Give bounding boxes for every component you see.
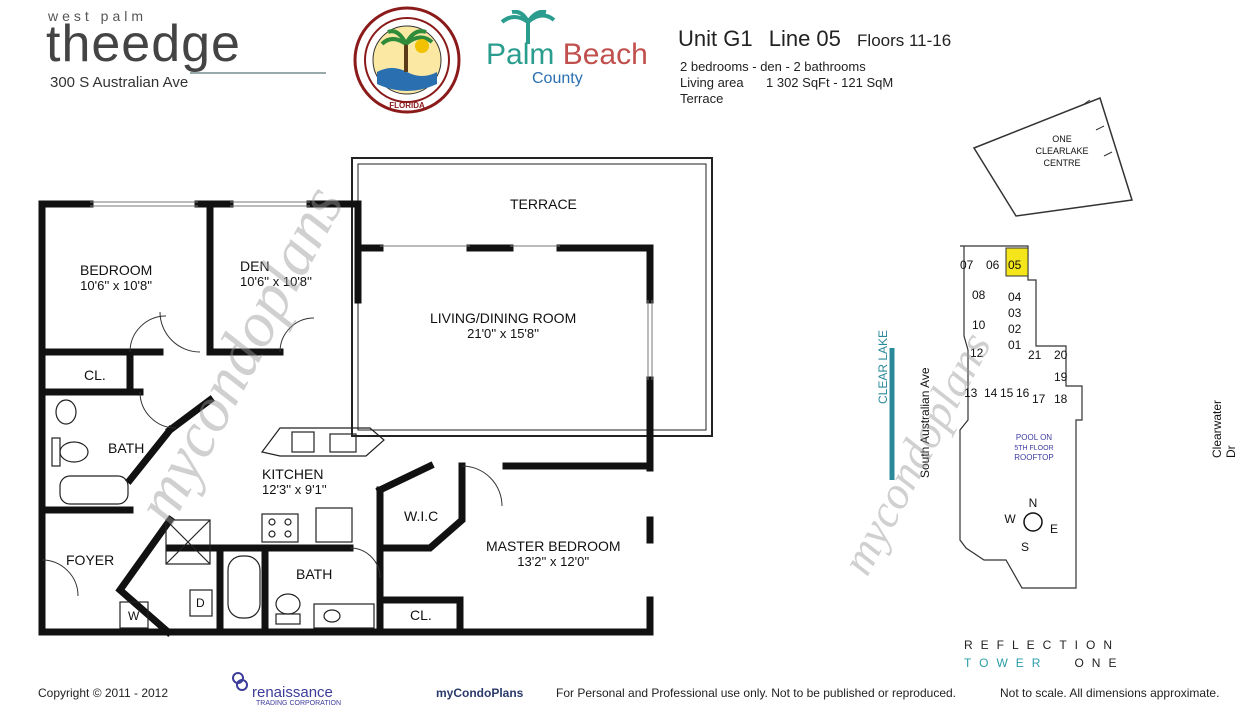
site-unit-13: 13 — [964, 386, 978, 400]
site-plan: ONE CLEARLAKE CENTRE POOL ON 5TH FLOOR R… — [889, 97, 1133, 589]
room-master-name: MASTER BEDROOM — [486, 538, 621, 554]
room-bath-2: BATH — [296, 566, 333, 582]
scale-notice: Not to scale. All dimensions approximate… — [1000, 686, 1220, 700]
room-master: MASTER BEDROOM 13'2'' x 12'0'' — [486, 538, 621, 569]
room-wic: W.I.C — [404, 508, 439, 524]
address: 300 S Australian Ave — [50, 74, 189, 91]
site-unit-21: 21 — [1028, 348, 1042, 362]
site-unit-17: 17 — [1032, 392, 1046, 406]
room-closet-2: CL. — [410, 607, 432, 623]
floors-label: Floors 11-16 — [857, 31, 952, 50]
site-unit-20: 20 — [1054, 348, 1068, 362]
site-unit-08: 08 — [972, 288, 986, 302]
tower-brand-tower: TOWER — [964, 656, 1049, 670]
site-street-2: Clearwater Dr — [1210, 399, 1238, 458]
renaissance-logo-icon — [232, 672, 248, 691]
copyright: Copyright © 2011 - 2012 — [38, 686, 169, 700]
room-living-name: LIVING/DINING ROOM — [430, 310, 577, 326]
room-kitchen-dim: 12'3'' x 9'1'' — [262, 482, 327, 497]
palm-tree-icon — [500, 10, 556, 44]
site-unit-04: 04 — [1008, 290, 1022, 304]
county-logo: Palm Beach — [486, 40, 648, 70]
brand-name-edge: edge — [121, 15, 241, 73]
floor-plan — [38, 157, 713, 637]
site-unit-07: 07 — [960, 258, 974, 272]
seal-florida-text: FLORIDA — [389, 101, 425, 110]
room-living: LIVING/DINING ROOM 21'0'' x 15'8'' — [430, 310, 576, 341]
terrace-label: Terrace — [680, 91, 724, 106]
living-area-value: 1 302 SqFt - 121 SqM — [766, 75, 894, 90]
room-den: DEN 10'6'' x 10'8'' — [240, 258, 312, 289]
room-bedroom-dim: 10'6'' x 10'8'' — [80, 278, 153, 293]
living-area-label: Living area — [680, 75, 744, 90]
room-den-name: DEN — [240, 258, 270, 274]
site-unit-02: 02 — [1008, 322, 1022, 336]
tower-brand-line1: REFLECTION — [964, 638, 1121, 652]
site-building-3: CENTRE — [1043, 158, 1080, 168]
brand-tagline: west palm — [48, 8, 148, 24]
brand-name-the: the — [46, 15, 122, 73]
room-bath-1: BATH — [108, 440, 145, 456]
site-pool-1: POOL ON — [1016, 433, 1052, 442]
site-unit-10: 10 — [972, 318, 986, 332]
city-seal-logo: FLORIDA — [353, 6, 461, 114]
site-unit-12: 12 — [970, 346, 984, 360]
county-palm: Palm — [486, 38, 555, 71]
site-building-1: ONE — [1052, 134, 1072, 144]
room-bedroom-name: BEDROOM — [80, 262, 153, 278]
compass-w: W — [1004, 512, 1016, 526]
usage-notice: For Personal and Professional use only. … — [556, 686, 957, 700]
site-pool-2: 5TH FLOOR — [1014, 445, 1053, 452]
room-kitchen-name: KITCHEN — [262, 466, 324, 482]
dryer-label: D — [196, 596, 205, 610]
site-unit-18: 18 — [1054, 392, 1068, 406]
tower-brand-one: ONE — [1074, 656, 1125, 670]
room-bedroom: BEDROOM 10'6'' x 10'8'' — [80, 262, 152, 293]
compass-e: E — [1050, 522, 1058, 536]
tower-brand-line2: TOWER ONE — [964, 656, 1124, 670]
site-unit-06: 06 — [986, 258, 1000, 272]
site-lake-label: CLEAR LAKE — [876, 329, 890, 404]
renaissance-sub: TRADING CORPORATION — [256, 700, 342, 707]
site-building-2: CLEARLAKE — [1035, 146, 1088, 156]
room-foyer: FOYER — [66, 552, 115, 568]
unit-summary: 2 bedrooms - den - 2 bathrooms — [680, 59, 866, 74]
site-unit-14: 14 — [984, 386, 998, 400]
county-beach: Beach — [562, 38, 648, 71]
room-closet-1: CL. — [84, 367, 106, 383]
unit-label: Unit G1 — [678, 26, 753, 51]
line-label: Line 05 — [768, 26, 841, 51]
site-unit-03: 03 — [1008, 306, 1022, 320]
compass-s: S — [1021, 540, 1029, 554]
room-master-dim: 13'2'' x 12'0'' — [517, 554, 590, 569]
washer-label: W — [128, 609, 140, 623]
compass-icon — [1023, 512, 1043, 532]
renaissance-name: renaissance — [252, 684, 333, 701]
site-unit-05: 05 — [1008, 258, 1022, 272]
room-living-dim: 21'0'' x 15'8'' — [467, 326, 540, 341]
county-label: County — [532, 70, 583, 87]
unit-heading: Unit G1 Line 05 Floors 11-16 — [678, 26, 961, 52]
site-unit-19: 19 — [1054, 370, 1068, 384]
site-unit-15: 15 — [1000, 386, 1014, 400]
room-kitchen: KITCHEN 12'3'' x 9'1'' — [262, 466, 327, 497]
site-unit-16: 16 — [1016, 386, 1030, 400]
compass-n: N — [1029, 496, 1038, 510]
site-pool-3: ROOFTOP — [1014, 453, 1053, 462]
mycondoplans-logo: myCondoPlans — [436, 686, 524, 700]
brand-underline — [190, 72, 326, 74]
site-unit-01: 01 — [1008, 338, 1022, 352]
brand-logo: theedge — [46, 16, 241, 72]
room-den-dim: 10'6'' x 10'8'' — [240, 274, 312, 289]
room-terrace: TERRACE — [510, 196, 577, 212]
